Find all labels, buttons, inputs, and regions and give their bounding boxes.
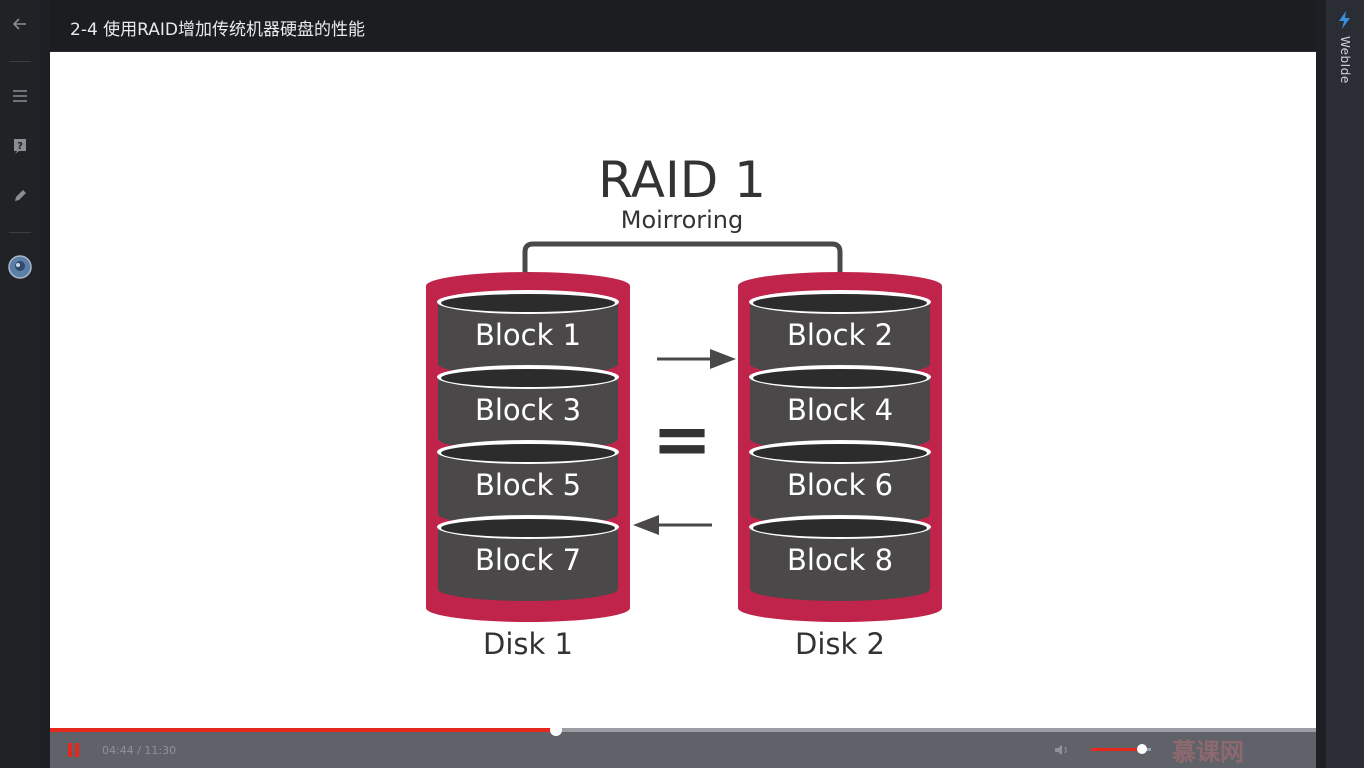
disk-block: Block 3 xyxy=(437,365,619,451)
slide-subtitle: Moirroring xyxy=(621,206,744,234)
disk-block: Block 2 xyxy=(749,290,931,376)
progress-handle[interactable] xyxy=(550,724,563,736)
disk-block: Block 1 xyxy=(437,290,619,376)
webide-tab[interactable]: WebIde xyxy=(1338,36,1352,84)
disk-2: Block 2 Block 4 Block 6 Block 8 xyxy=(738,272,942,622)
disk-2-label: Disk 2 xyxy=(795,627,885,661)
mirror-connector xyxy=(522,241,843,299)
watermark-logo: 慕课网 xyxy=(1172,738,1244,766)
volume-handle[interactable] xyxy=(1137,744,1147,754)
arrow-left-icon xyxy=(633,515,712,535)
volume-slider[interactable] xyxy=(1091,744,1151,754)
volume-icon[interactable] xyxy=(1054,742,1070,756)
progress-bar[interactable] xyxy=(50,724,1316,736)
disk-1: Block 1 Block 3 Block 5 Block 7 xyxy=(426,272,630,622)
disk-1-label: Disk 1 xyxy=(483,627,573,661)
avatar-icon[interactable] xyxy=(0,247,40,287)
block-label: Block 1 xyxy=(475,318,581,352)
time-display: 04:44 / 11:30 xyxy=(102,744,177,757)
block-label: Block 3 xyxy=(475,393,581,427)
back-arrow-icon[interactable] xyxy=(0,4,40,44)
left-rail: ? xyxy=(0,0,40,768)
block-label: Block 8 xyxy=(787,543,893,577)
disk-block: Block 5 xyxy=(437,440,619,526)
block-label: Block 5 xyxy=(475,468,581,502)
player-controls: 04:44 / 11:30 慕课网 xyxy=(50,724,1316,768)
page-title: 2-4 使用RAID增加传统机器硬盘的性能 xyxy=(70,20,366,40)
disk-block: Block 4 xyxy=(749,365,931,451)
svg-text:?: ? xyxy=(17,141,23,152)
rail-divider xyxy=(9,232,31,233)
disk-block: Block 8 xyxy=(749,515,931,601)
volume-fill xyxy=(1091,748,1142,751)
block-label: Block 4 xyxy=(787,393,893,427)
disk-block: Block 6 xyxy=(749,440,931,526)
arrow-right-icon xyxy=(657,349,736,369)
progress-fill xyxy=(50,728,557,732)
pause-button[interactable] xyxy=(68,743,82,759)
block-label: Block 2 xyxy=(787,318,893,352)
question-icon[interactable]: ? xyxy=(0,126,40,166)
lightning-icon[interactable] xyxy=(1335,10,1355,30)
pencil-icon[interactable] xyxy=(0,176,40,216)
menu-icon[interactable] xyxy=(0,76,40,116)
block-label: Block 6 xyxy=(787,468,893,502)
slide-title: RAID 1 xyxy=(598,151,766,209)
disk-block: Block 7 xyxy=(437,515,619,601)
header-bar: 2-4 使用RAID增加传统机器硬盘的性能 xyxy=(50,0,1316,52)
right-rail: WebIde xyxy=(1326,0,1364,768)
rail-divider xyxy=(9,61,31,62)
block-label: Block 7 xyxy=(475,543,581,577)
equals-sign: = xyxy=(652,397,712,481)
